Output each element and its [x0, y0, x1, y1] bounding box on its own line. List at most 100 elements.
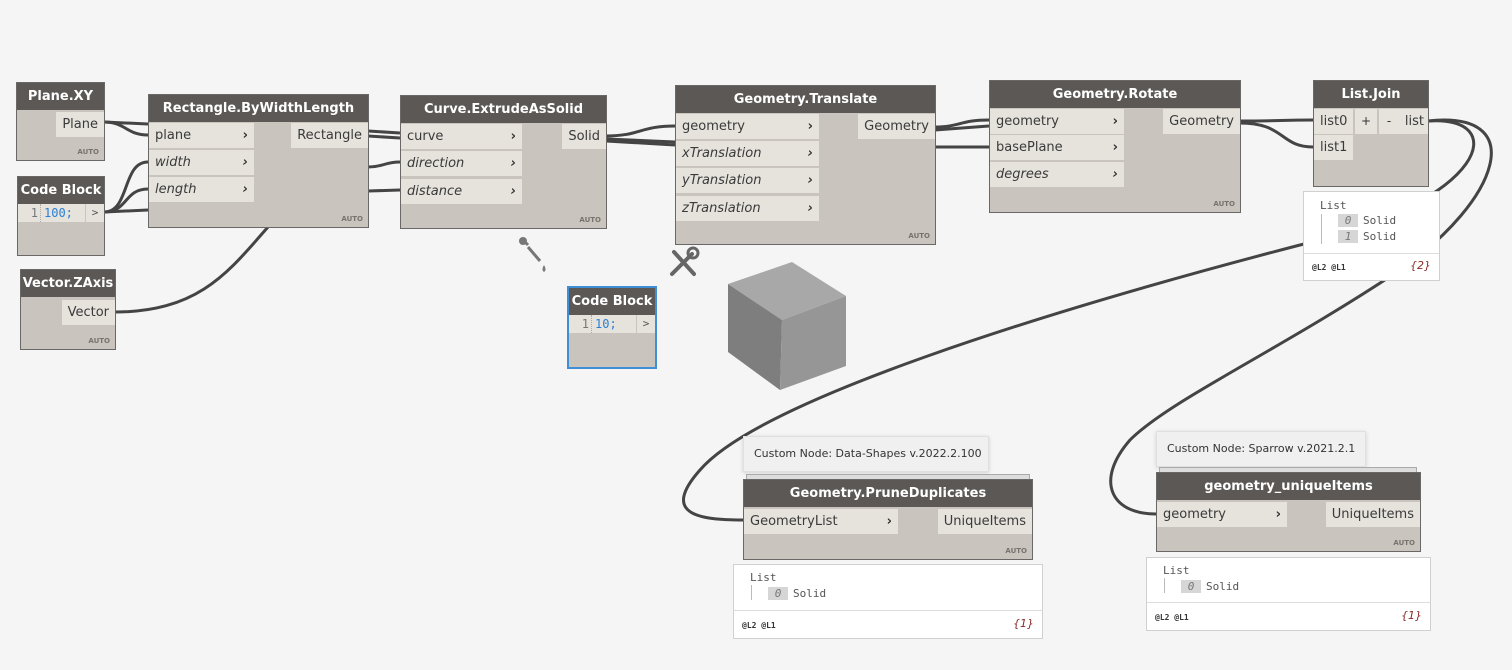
- input-port-baseplane[interactable]: basePlane›: [990, 135, 1124, 160]
- port-label: geometry: [996, 114, 1060, 129]
- input-port-ztranslation[interactable]: zTranslation›: [676, 196, 819, 221]
- input-port-degrees[interactable]: degrees›: [990, 162, 1124, 187]
- code-text[interactable]: 100;: [44, 206, 73, 220]
- node-geometry-rotate[interactable]: Geometry.Rotate geometry› basePlane› deg…: [989, 80, 1241, 213]
- port-label: width: [155, 155, 191, 170]
- chevron-right-icon: ›: [807, 119, 813, 134]
- output-port[interactable]: >: [85, 204, 104, 222]
- input-port-geometry[interactable]: geometry ›: [990, 109, 1124, 134]
- node-title: Code Block: [18, 177, 104, 204]
- chevron-right-icon: ›: [510, 156, 516, 171]
- chevron-right-icon: ›: [1112, 114, 1118, 129]
- code-text[interactable]: 10;: [595, 317, 617, 331]
- chevron-right-icon: ›: [807, 201, 813, 216]
- input-port-distance[interactable]: distance ›: [401, 179, 522, 204]
- custom-node-tooltip: Custom Node: Sparrow v.2021.2.1: [1156, 431, 1366, 467]
- chevron-right-icon: ›: [1112, 167, 1118, 182]
- port-label: yTranslation: [682, 173, 762, 188]
- node-plane-xy[interactable]: Plane.XY Plane AUTO: [16, 82, 105, 161]
- port-label: direction: [407, 156, 465, 171]
- port-label: length: [155, 182, 197, 197]
- output-port-vector[interactable]: Vector: [61, 300, 115, 325]
- node-title: Geometry.Translate: [676, 86, 935, 113]
- item-index: 0: [1338, 214, 1358, 227]
- input-port-list0[interactable]: list0: [1314, 109, 1353, 134]
- node-curve-extrude-as-solid[interactable]: Curve.ExtrudeAsSolid curve› direction› d…: [400, 95, 607, 229]
- input-port-geometry[interactable]: geometry ›: [676, 114, 819, 139]
- item-value: Solid: [1363, 214, 1397, 227]
- input-port-length[interactable]: length ›: [149, 177, 254, 202]
- output-port-uniqueitems[interactable]: UniqueItems: [1325, 502, 1420, 527]
- list-levels: @L2 @L1: [742, 621, 776, 630]
- chevron-right-icon: ›: [807, 146, 813, 161]
- tree-line: [751, 585, 752, 600]
- node-rectangle-by-width-length[interactable]: Rectangle.ByWidthLength plane› width› le…: [148, 94, 369, 228]
- item-value: Solid: [1206, 580, 1240, 593]
- output-port-geometry[interactable]: Geometry: [858, 114, 935, 139]
- output-port-list[interactable]: list: [1399, 109, 1428, 134]
- item-value: Solid: [793, 587, 827, 600]
- chevron-right-icon: ›: [1275, 507, 1281, 522]
- wire: [682, 119, 1476, 522]
- list-levels: @L2 @L1: [1155, 613, 1189, 622]
- input-port-direction[interactable]: direction ›: [401, 151, 522, 176]
- output-port[interactable]: >: [636, 315, 655, 333]
- port-label: basePlane: [996, 140, 1063, 155]
- output-port-uniqueitems[interactable]: UniqueItems: [937, 509, 1032, 534]
- divider: [1304, 253, 1439, 254]
- input-port-list1[interactable]: list1: [1314, 135, 1353, 160]
- output-port-plane[interactable]: Plane: [56, 112, 104, 137]
- wire: [367, 160, 401, 169]
- wrench-screwdriver-icon: [670, 246, 700, 276]
- input-port-xtranslation[interactable]: xTranslation›: [676, 141, 819, 166]
- node-geometry-prune-duplicates[interactable]: Geometry.PruneDuplicates GeometryList› U…: [743, 479, 1033, 560]
- wire: [1239, 118, 1314, 123]
- add-input-button[interactable]: +: [1355, 109, 1377, 134]
- output-port-solid[interactable]: Solid: [562, 124, 606, 149]
- chevron-right-icon: ›: [242, 182, 248, 197]
- wire: [367, 134, 401, 140]
- output-port-rectangle[interactable]: Rectangle: [291, 123, 368, 148]
- node-geometry-unique-items[interactable]: geometry_uniqueItems geometry › UniqueIte…: [1156, 472, 1421, 552]
- chevron-right-icon: ›: [510, 184, 516, 199]
- input-port-curve[interactable]: curve›: [401, 124, 522, 149]
- node-vector-zaxis[interactable]: Vector.ZAxis Vector AUTO: [20, 269, 116, 350]
- input-port-geometry[interactable]: geometry ›: [1157, 502, 1287, 527]
- port-label: distance: [407, 184, 463, 199]
- port-label: geometry: [682, 119, 746, 134]
- input-port-width[interactable]: width ›: [149, 150, 254, 175]
- divider: [1147, 602, 1430, 603]
- wire: [1239, 121, 1314, 149]
- wire: [114, 226, 270, 314]
- node-geometry-translate[interactable]: Geometry.Translate geometry › xTranslatio…: [675, 85, 936, 245]
- eyedropper-icon: [519, 237, 546, 272]
- item-count: {1}: [1013, 617, 1034, 630]
- wire: [103, 160, 149, 214]
- port-label: geometry: [1163, 507, 1227, 522]
- node-title: geometry_uniqueItems: [1157, 473, 1420, 500]
- remove-input-button[interactable]: -: [1379, 109, 1399, 134]
- input-port-geometrylist[interactable]: GeometryList›: [744, 509, 898, 534]
- wire: [605, 139, 676, 147]
- lacing-label: AUTO: [1393, 539, 1415, 547]
- wire: [1109, 118, 1493, 516]
- node-title: List.Join: [1314, 81, 1428, 108]
- wire: [367, 188, 401, 193]
- input-port-plane[interactable]: plane›: [149, 123, 254, 148]
- lacing-label: AUTO: [908, 232, 930, 240]
- input-port-ytranslation[interactable]: yTranslation ›: [676, 168, 819, 193]
- chevron-right-icon: ›: [807, 173, 813, 188]
- item-count: {1}: [1401, 609, 1422, 622]
- output-port-geometry[interactable]: Geometry: [1163, 109, 1240, 134]
- chevron-right-icon: ›: [242, 155, 248, 170]
- node-list-join[interactable]: List.Join list0 list1 + - list: [1313, 80, 1429, 187]
